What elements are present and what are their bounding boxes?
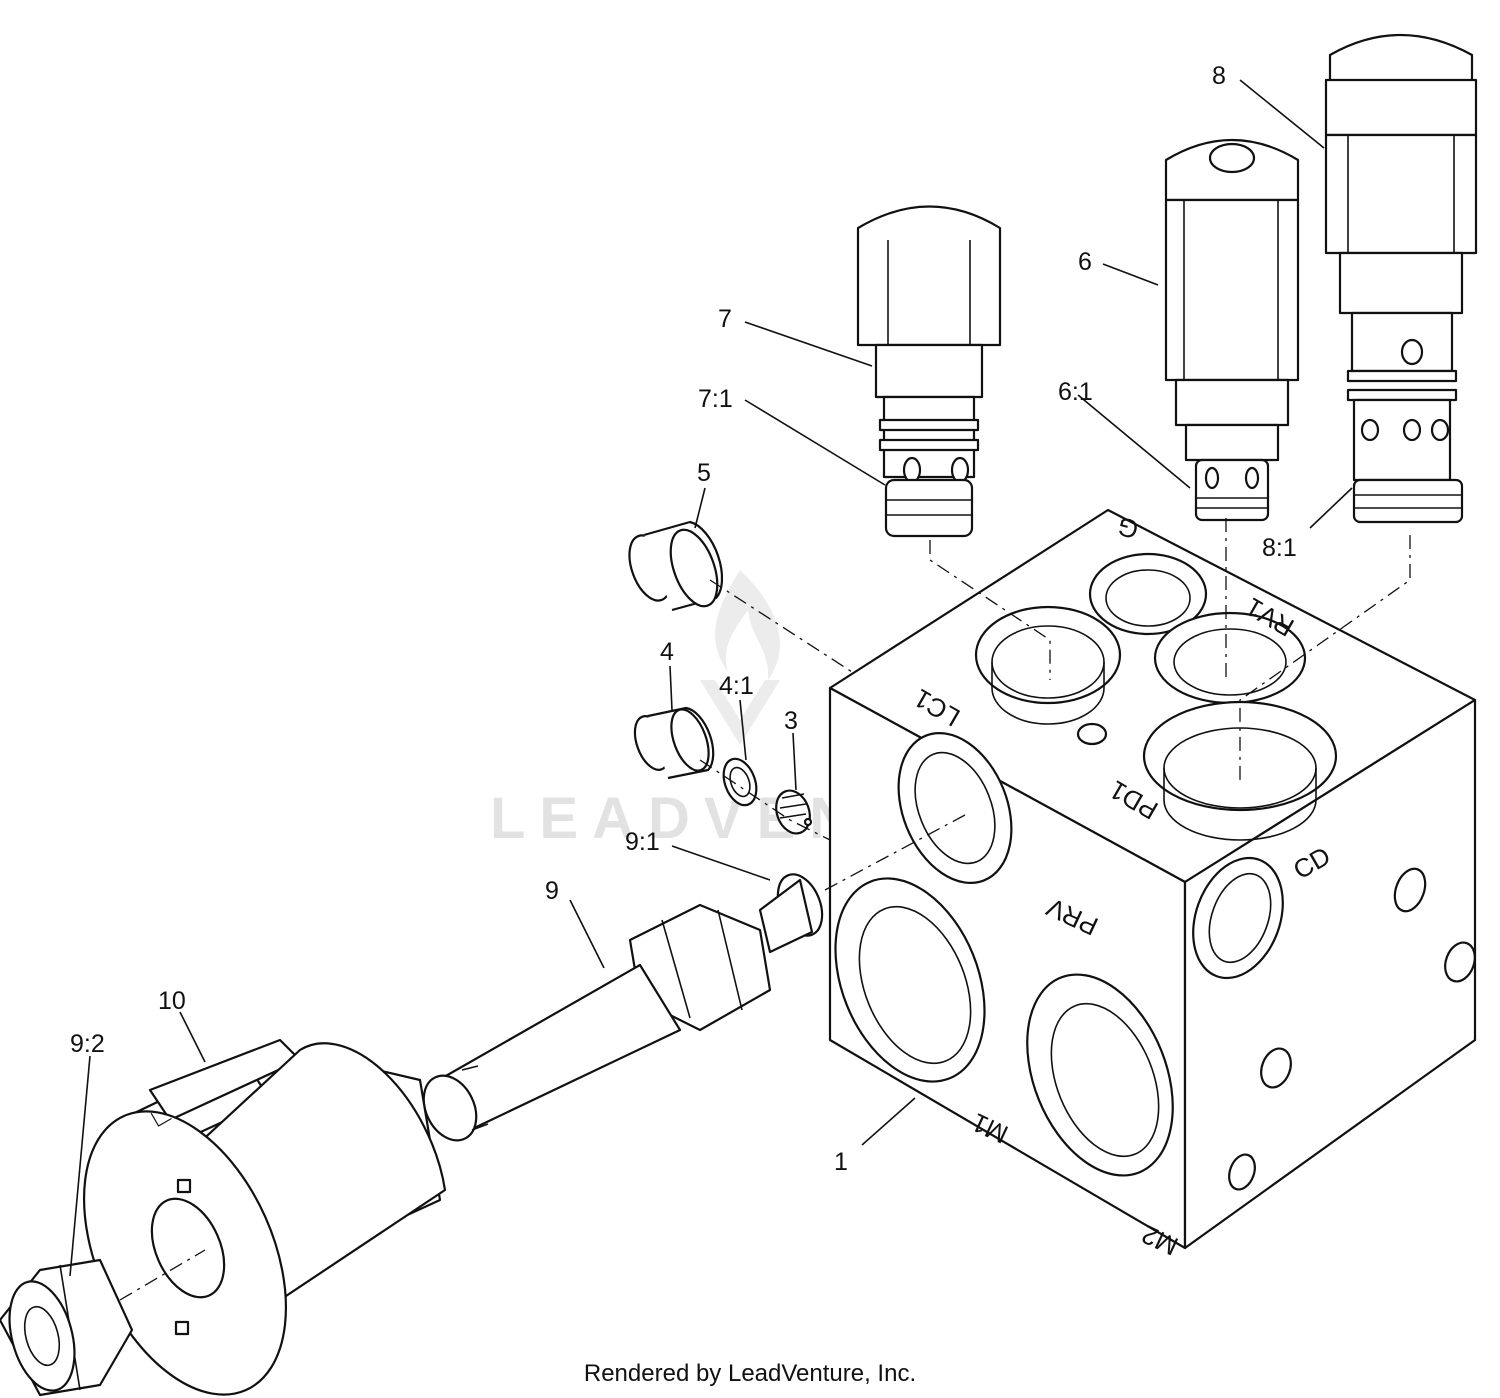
callout-7: 7	[718, 305, 732, 333]
callout-4-1: 4:1	[719, 672, 754, 700]
manifold-block: G RV1 LC1 PD1 PRV CD M1 M2	[828, 508, 1477, 1262]
nut-9-2	[0, 1258, 134, 1397]
block-right-face	[1183, 698, 1477, 1250]
cartridge-valve-6	[1164, 139, 1300, 522]
callout-3: 3	[784, 707, 798, 735]
watermark-v-icon	[700, 680, 780, 745]
left-face-ports	[834, 732, 1174, 1177]
right-face-ports	[1192, 856, 1476, 1191]
screen-3	[775, 789, 813, 835]
callout-6: 6	[1078, 248, 1092, 276]
leader-lines	[69, 79, 1353, 1277]
render-credit: Rendered by LeadVenture, Inc.	[583, 1360, 917, 1387]
assembly-center-lines	[119, 518, 1411, 1301]
solenoid-coil-10: ∟	[82, 1038, 447, 1396]
callout-6-1: 6:1	[1058, 378, 1093, 406]
callout-9-1: 9:1	[625, 828, 660, 856]
callout-labels: 8 6 6:1 8:1 7 7:1 5 4 4:1 3 9:1 9 10 9:2…	[70, 62, 1297, 1176]
washer-4-1	[722, 757, 758, 807]
watermark-flame-icon	[715, 570, 780, 680]
top-face-ports	[974, 552, 1338, 841]
callout-9-2: 9:2	[70, 1030, 105, 1058]
plug-5	[628, 520, 724, 612]
callout-8: 8	[1212, 62, 1226, 90]
plug-4	[633, 706, 715, 780]
solenoid-stem-9	[422, 873, 824, 1142]
callout-8-1: 8:1	[1262, 534, 1297, 562]
cartridge-valve-8	[1324, 34, 1478, 524]
callout-5: 5	[697, 459, 711, 487]
callout-1: 1	[834, 1148, 848, 1176]
callout-7-1: 7:1	[698, 385, 733, 413]
callout-10: 10	[158, 987, 186, 1015]
callout-4: 4	[660, 638, 674, 666]
cartridge-valve-7	[856, 205, 1002, 538]
callout-9: 9	[545, 877, 559, 905]
